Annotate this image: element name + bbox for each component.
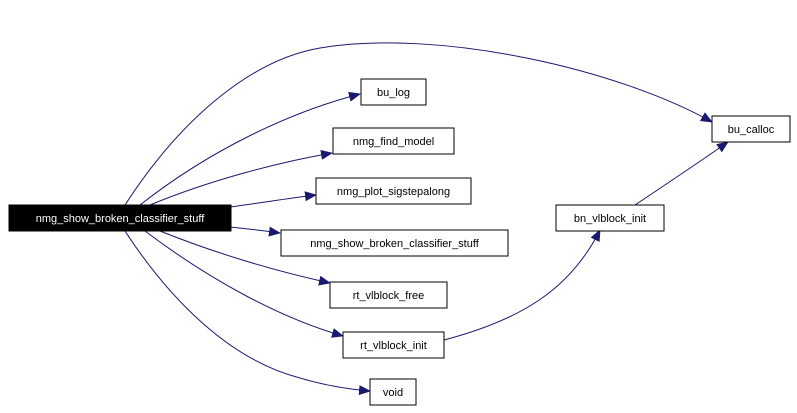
edge-root-to-bu-calloc	[124, 42, 713, 206]
edge-root-to-nmg-plot-sigstepalong	[229, 191, 317, 208]
node-bu-calloc[interactable]: bu_calloc	[711, 115, 791, 143]
edge-root-to-bu-log	[139, 91, 361, 206]
node-void[interactable]: void	[369, 378, 417, 406]
edge-bn-vlblock-init-to-bu-calloc	[634, 141, 729, 206]
node-rt-vlblock-free-label: rt_vlblock_free	[353, 290, 425, 302]
node-nmg-find-model-label: nmg_find_model	[353, 136, 434, 148]
edge-root-to-nmg-find-model	[149, 149, 333, 206]
node-nmg-find-model[interactable]: nmg_find_model	[332, 127, 455, 155]
node-root-label: nmg_show_broken_classifier_stuff	[36, 213, 205, 225]
node-bu-log-label: bu_log	[377, 87, 410, 99]
node-rt-vlblock-init[interactable]: rt_vlblock_init	[342, 331, 445, 359]
node-rt-vlblock-init-label: rt_vlblock_init	[360, 340, 427, 352]
node-rt-vlblock-free[interactable]: rt_vlblock_free	[329, 281, 448, 309]
node-nmg-show-broken-classifier-stuff-label: nmg_show_broken_classifier_stuff	[310, 238, 479, 250]
edge-root-to-rt-vlblock-free	[159, 230, 331, 286]
node-void-label: void	[383, 387, 403, 399]
edge-rt-vlblock-init-to-bn-vlblock-init	[443, 229, 601, 341]
node-bu-calloc-label: bu_calloc	[728, 124, 775, 136]
node-nmg-show-broken-classifier-stuff[interactable]: nmg_show_broken_classifier_stuff	[280, 229, 509, 257]
node-bn-vlblock-init[interactable]: bn_vlblock_init	[555, 204, 665, 232]
edge-root-to-void	[124, 230, 371, 396]
edge-root-to-rt-vlblock-init	[144, 230, 344, 338]
node-root[interactable]: nmg_show_broken_classifier_stuff	[8, 204, 232, 232]
edge-root-to-nmg-show-broken	[229, 226, 281, 237]
node-nmg-plot-sigstepalong-label: nmg_plot_sigstepalong	[337, 186, 450, 198]
node-bn-vlblock-init-label: bn_vlblock_init	[574, 213, 646, 225]
node-nmg-plot-sigstepalong[interactable]: nmg_plot_sigstepalong	[315, 177, 472, 205]
node-bu-log[interactable]: bu_log	[360, 78, 427, 106]
